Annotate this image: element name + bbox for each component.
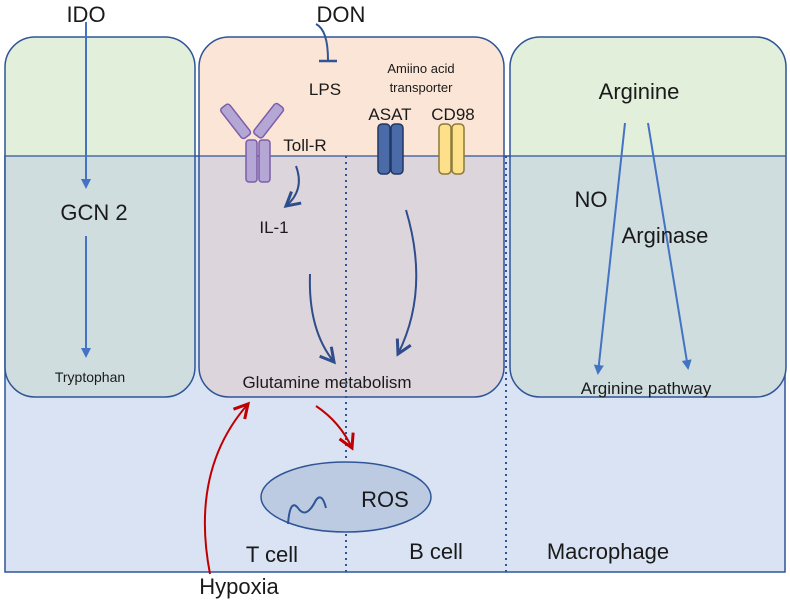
arginine-to-no-arrow <box>593 122 626 375</box>
ido-label: IDO <box>66 2 105 27</box>
arginase-label: Arginase <box>622 223 709 248</box>
cd98-label: CD98 <box>431 105 474 124</box>
don-label: DON <box>317 2 366 27</box>
right-compartment <box>510 37 786 397</box>
asat-label: ASAT <box>368 105 411 124</box>
glutamine-metabolism-label: Glutamine metabolism <box>242 373 411 392</box>
asat-transporter-icon <box>377 123 404 175</box>
lps-label: LPS <box>309 80 341 99</box>
hypoxia-to-glutamine-arrow <box>203 404 248 575</box>
no-label: NO <box>575 187 608 212</box>
hypoxia-label: Hypoxia <box>199 574 279 599</box>
toll-to-il1-arrow <box>286 165 299 206</box>
arginine-pathway-label: Arginine pathway <box>581 379 712 398</box>
b-cell-label: B cell <box>409 539 463 564</box>
transporter-label-line2: transporter <box>390 80 454 95</box>
left-compartment <box>5 37 195 397</box>
ros-compartment <box>260 461 432 533</box>
t-cell-label: T cell <box>246 542 298 567</box>
center-compartment <box>199 37 504 397</box>
center-compartment-border <box>198 36 505 398</box>
cd98-transporter-icon <box>438 123 465 175</box>
toll-receptor-icon <box>220 102 285 183</box>
arginine-label: Arginine <box>599 79 680 104</box>
transporter-to-glutamine-arrow <box>398 209 418 354</box>
arginine-to-arginase-arrow <box>647 122 692 370</box>
transporter-label-line1: Amiino acid <box>387 61 454 76</box>
ros-label: ROS <box>361 487 409 512</box>
don-inhibition-line <box>315 23 329 61</box>
toll-r-label: Toll-R <box>283 136 326 155</box>
macrophage-label: Macrophage <box>547 539 669 564</box>
right-compartment-border <box>509 36 787 398</box>
left-compartment-border <box>4 36 196 398</box>
glutamine-to-ros-arrow <box>315 405 352 448</box>
ros-squiggle <box>287 496 327 525</box>
il1-to-glutamine-arrow <box>308 273 334 362</box>
tryptophan-label: Tryptophan <box>55 369 125 385</box>
il1-label: IL-1 <box>259 218 288 237</box>
gcn2-label: GCN 2 <box>60 200 127 225</box>
